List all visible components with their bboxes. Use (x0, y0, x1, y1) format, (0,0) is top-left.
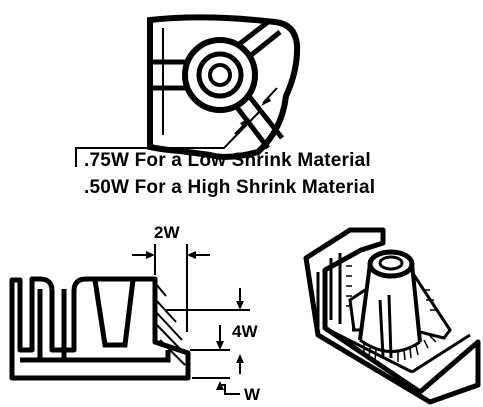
top-part-outline (147, 14, 301, 160)
note-leader-line (75, 110, 261, 167)
rib-lower-right-a (234, 104, 270, 150)
iso-gusset-right (410, 271, 452, 340)
rib-upper-right-a (236, 20, 270, 47)
note-high-shrink: .50W For a High Shrink Material (84, 177, 375, 198)
dim-w-arrow-down (220, 384, 240, 395)
iso-back-wall (329, 253, 342, 324)
dim-4w-arrow-bottom-head (216, 341, 224, 350)
boss-outer-ring (182, 37, 258, 113)
rib-cross-section: 2W 4W W (9, 223, 261, 404)
iso-boss-sides (358, 263, 422, 343)
top-boss-view (75, 14, 301, 167)
rib-arrow-lower-head (240, 118, 250, 128)
dim-2w-arrow-right-head (187, 251, 196, 259)
dim-4w-arrow-top-head (236, 301, 244, 310)
section-outline (9, 276, 191, 381)
note-low-shrink: .75W For a Low Shrink Material (84, 150, 371, 171)
iso-boss-hole (378, 255, 404, 271)
dim-w-arrow-up-head (236, 354, 244, 363)
iso-base-inner (316, 272, 471, 374)
section-inner-floor (20, 350, 171, 363)
dim-2w-arrow-left-head (146, 251, 155, 259)
dim-label-2w: 2W (154, 223, 180, 242)
rib-lower-right-b (247, 94, 284, 140)
isometric-boss-view (303, 227, 481, 405)
rib-arrow-upper-head (261, 96, 271, 106)
dim-w-arrow-down-head (216, 381, 224, 390)
boss-hole (208, 63, 232, 87)
iso-shading-ticks (346, 265, 438, 362)
dim-label-w: W (244, 385, 261, 404)
section-rib-taper (92, 279, 136, 348)
iso-gusset-front (378, 294, 393, 359)
rib-upper-right-b (248, 30, 282, 58)
dim-label-4w: 4W (232, 322, 258, 341)
iso-gusset-left (348, 288, 366, 332)
boss-inner-ring (196, 51, 244, 99)
